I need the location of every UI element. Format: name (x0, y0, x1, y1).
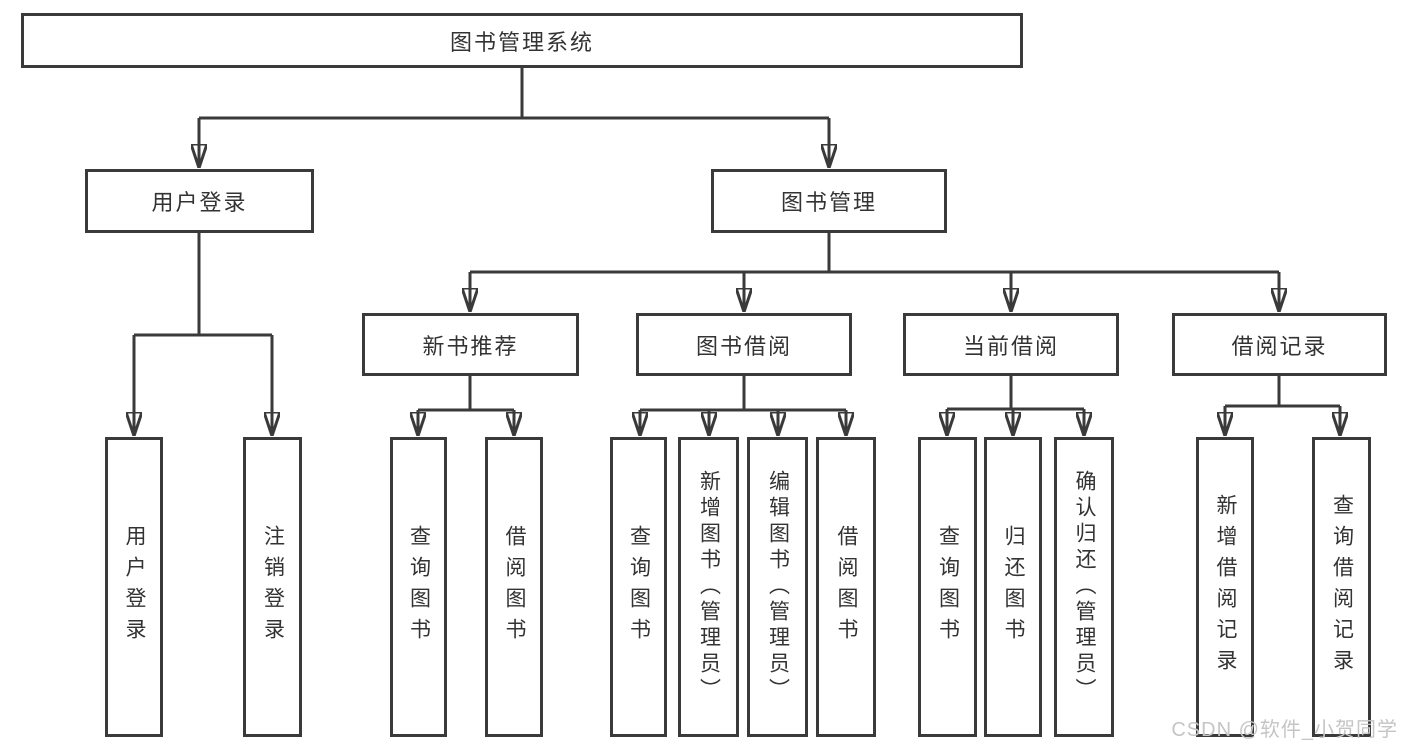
leaf-confirm-return-admin-label: 确认归还（管理员） (1073, 470, 1096, 704)
connector-root-to-level2 (199, 68, 829, 166)
leaf-query-books-borrow: 查询图书 (610, 437, 667, 737)
node-current-borrow: 当前借阅 (903, 313, 1119, 376)
node-book-management: 图书管理 (711, 169, 947, 233)
connector-user-login-children (134, 232, 272, 434)
leaf-logout: 注销登录 (243, 437, 302, 737)
leaf-return-book: 归还图书 (984, 437, 1042, 737)
leaf-edit-book-admin: 编辑图书（管理员） (747, 437, 808, 737)
leaf-query-books-current-label: 查询图书 (936, 525, 960, 649)
leaf-add-borrow-record: 新增借阅记录 (1196, 437, 1254, 737)
connector-book-management-children (470, 232, 1279, 310)
connector-current-borrow-children (947, 376, 1084, 434)
leaf-borrow-books-recommend: 借阅图书 (485, 437, 543, 737)
connector-borrow-records-children (1225, 376, 1340, 434)
connector-new-book-children (418, 376, 514, 434)
node-book-borrow-label: 图书借阅 (695, 333, 792, 359)
leaf-query-borrow-record: 查询借阅记录 (1312, 437, 1371, 737)
node-new-book-recommend-label: 新书推荐 (422, 333, 519, 359)
leaf-query-books-recommend-label: 查询图书 (407, 525, 431, 649)
leaf-borrow-books: 借阅图书 (816, 437, 876, 737)
connector-book-borrow-children (640, 376, 846, 434)
leaf-query-books-recommend: 查询图书 (390, 437, 447, 737)
csdn-watermark: CSDN @软件_小贺同学 (1171, 719, 1398, 741)
node-user-login: 用户登录 (85, 169, 314, 233)
leaf-borrow-books-recommend-label: 借阅图书 (503, 525, 526, 649)
node-user-login-label: 用户登录 (151, 190, 248, 215)
leaf-confirm-return-admin: 确认归还（管理员） (1054, 437, 1114, 737)
node-current-borrow-label: 当前借阅 (962, 333, 1059, 359)
leaf-add-book-admin: 新增图书（管理员） (678, 437, 739, 737)
node-new-book-recommend: 新书推荐 (362, 313, 579, 376)
node-borrow-records-label: 借阅记录 (1231, 333, 1328, 359)
leaf-user-login-label: 用户登录 (123, 525, 146, 649)
node-borrow-records: 借阅记录 (1172, 313, 1387, 376)
leaf-user-login: 用户登录 (105, 437, 163, 737)
leaf-return-book-label: 归还图书 (1002, 525, 1025, 649)
leaf-add-borrow-record-label: 新增借阅记录 (1214, 494, 1237, 680)
node-library-system-label: 图书管理系统 (449, 29, 594, 55)
leaf-query-books-current: 查询图书 (918, 437, 977, 737)
leaf-query-books-borrow-label: 查询图书 (627, 525, 651, 649)
node-book-borrow: 图书借阅 (636, 313, 852, 376)
leaf-edit-book-admin-label: 编辑图书（管理员） (766, 470, 790, 704)
leaf-add-book-admin-label: 新增图书（管理员） (697, 470, 721, 704)
node-library-system: 图书管理系统 (21, 13, 1023, 68)
leaf-logout-label: 注销登录 (261, 525, 285, 649)
leaf-query-borrow-record-label: 查询借阅记录 (1330, 494, 1354, 680)
leaf-borrow-books-label: 借阅图书 (835, 525, 858, 649)
node-book-management-label: 图书管理 (780, 190, 877, 215)
